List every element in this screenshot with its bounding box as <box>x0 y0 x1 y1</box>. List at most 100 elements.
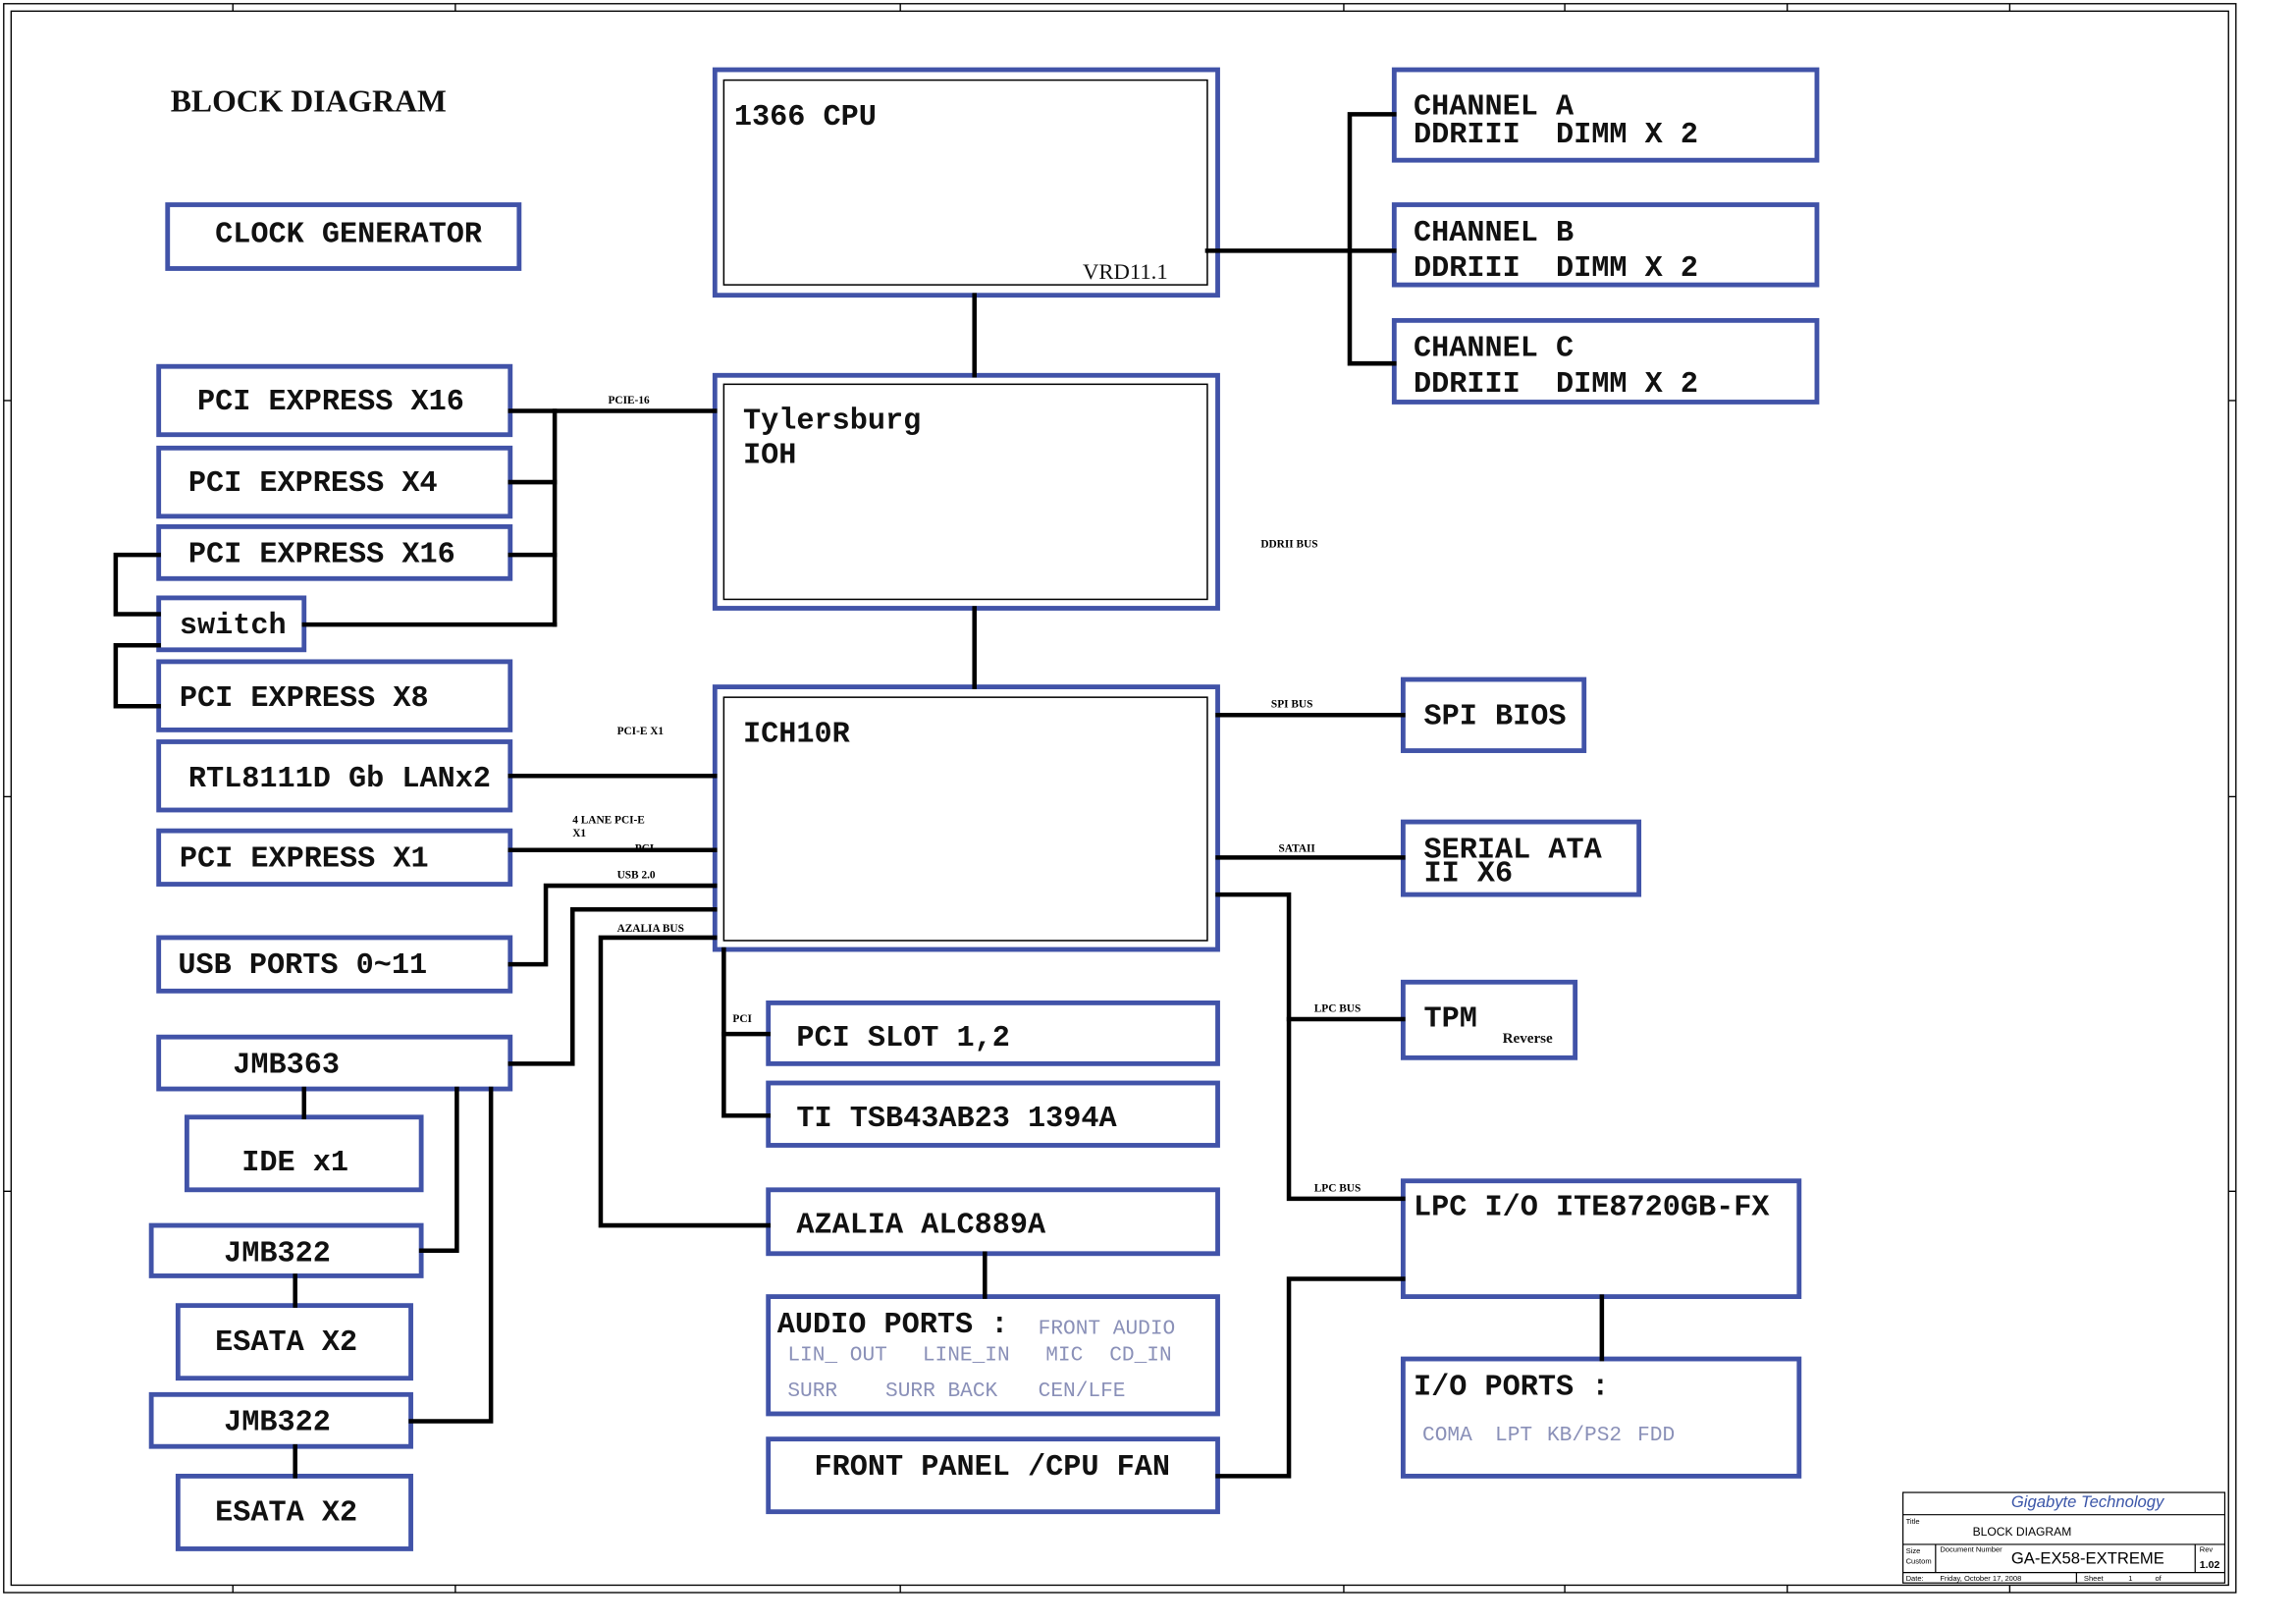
title-field-value: BLOCK DIAGRAM <box>1973 1525 2072 1539</box>
sata-block <box>1400 819 1642 897</box>
jmb363-label: JMB363 <box>233 1049 340 1082</box>
switch-bracket-lower <box>113 643 161 709</box>
azalia-label: AZALIA ALC889A <box>796 1210 1046 1243</box>
title-block-frame <box>1901 1491 2226 1584</box>
bus-label-sataii: SATAII <box>1278 842 1315 854</box>
pcie-x16-2-label: PCI EXPRESS X16 <box>188 539 455 572</box>
bus-labels: PCIE-16 DDRII BUS SPI BUS PCI-E X1 4 LAN… <box>572 395 1361 1194</box>
channel-c-dimm: DDRIII DIMM X 2 <box>1414 368 1698 402</box>
ide-block <box>184 1114 424 1193</box>
audio-port-line-out: LIN_ OUT <box>787 1344 887 1368</box>
bus-label-spi: SPI BUS <box>1271 699 1313 711</box>
spi-bios-label: SPI BIOS <box>1424 700 1567 733</box>
rev-field-label: Rev <box>2200 1544 2214 1553</box>
cpu-block <box>712 67 1220 298</box>
pci-slot-label: PCI SLOT 1,2 <box>796 1022 1010 1055</box>
pcie-x1-block <box>156 828 513 887</box>
channel-a-dimm: DDRIII DIMM X 2 <box>1414 119 1698 152</box>
ich-block-inner <box>722 696 1208 942</box>
frame-ticks <box>3 3 2236 1594</box>
esata-1-label: ESATA X2 <box>215 1326 357 1360</box>
lpc-io-label: LPC I/O ITE8720GB-FX <box>1414 1191 1770 1224</box>
bus-label-lpc-2: LPC BUS <box>1314 1182 1362 1194</box>
tpm-block <box>1400 979 1578 1060</box>
sheet-of-label: of <box>2155 1574 2162 1583</box>
block-labels: CLOCK GENERATOR 1366 CPU VRD11.1 Tylersb… <box>178 90 1770 1530</box>
jmb363-jmb322-1-link <box>418 1086 459 1254</box>
frame-inner <box>10 10 2229 1587</box>
audio-port-line-in: LINE_IN <box>923 1344 1010 1368</box>
rev-value: 1.02 <box>2200 1559 2220 1571</box>
jmb363-jmb322-2-link <box>408 1086 494 1424</box>
drawing-frame <box>3 3 2237 1594</box>
ti-1394-block <box>766 1080 1220 1148</box>
bus-label-pci-bottom: PCI <box>732 1013 752 1025</box>
diagram-title: BLOCK DIAGRAM <box>171 83 447 118</box>
audio-ports-block <box>766 1294 1220 1417</box>
channel-b-name: CHANNEL B <box>1414 217 1574 250</box>
pci-slot-block <box>766 1000 1220 1066</box>
io-port-fdd: FDD <box>1637 1424 1675 1447</box>
sata-label-line2: II X6 <box>1424 858 1514 892</box>
ioh-label-line1: Tylersburg <box>743 406 921 439</box>
ioh-block <box>712 372 1220 611</box>
jmb363-block <box>156 1034 513 1092</box>
io-port-lpt: LPT <box>1495 1424 1532 1447</box>
pci-bus-link <box>721 947 771 1118</box>
ioh-block-inner <box>722 383 1208 601</box>
channel-a-block <box>1391 67 1820 163</box>
channel-b-block <box>1391 202 1820 288</box>
azalia-bus-link <box>598 935 771 1228</box>
usb-link <box>507 883 718 967</box>
tpm-note: Reverse <box>1503 1031 1553 1047</box>
pcie-x1-label: PCI EXPRESS X1 <box>180 842 429 876</box>
size-field-value: Custom <box>1906 1557 1932 1566</box>
io-port-coma: COMA <box>1422 1424 1472 1447</box>
memory-channel-trunk <box>1347 112 1397 366</box>
channel-c-block <box>1391 317 1820 405</box>
azalia-block <box>766 1187 1220 1257</box>
switch-block <box>156 595 307 653</box>
io-port-kb-ps2: KB/PS2 <box>1547 1424 1622 1447</box>
ti-1394-label: TI TSB43AB23 1394A <box>796 1103 1117 1136</box>
bus-label-pci-left: PCI <box>635 842 655 854</box>
jmb322-2-label: JMB322 <box>224 1407 331 1440</box>
esata-2-label: ESATA X2 <box>215 1497 357 1531</box>
switch-bracket-upper <box>113 552 161 617</box>
title-field-label: Title <box>1906 1517 1920 1526</box>
channel-a-name: CHANNEL A <box>1414 90 1575 124</box>
date-value: Friday, October 17, 2008 <box>1940 1574 2021 1583</box>
size-field-label: Size <box>1906 1546 1921 1555</box>
sheet-value: 1 <box>2128 1574 2132 1583</box>
audio-port-cd-in: CD_IN <box>1109 1344 1171 1368</box>
document-number: GA-EX58-EXTREME <box>2011 1549 2164 1568</box>
company-name: Gigabyte Technology <box>2011 1492 2165 1511</box>
lan-block <box>156 739 513 813</box>
title-block: Gigabyte Technology Title BLOCK DIAGRAM … <box>1901 1491 2226 1584</box>
bus-label-pcie16: PCIE-16 <box>609 395 651 406</box>
io-ports-block <box>1400 1356 1802 1479</box>
tpm-label: TPM <box>1424 1003 1477 1037</box>
cpu-label: 1366 CPU <box>734 101 877 135</box>
jmb322-1-label: JMB322 <box>224 1237 331 1271</box>
bus-label-pcie-x1: PCI-E X1 <box>617 726 665 737</box>
ich-block <box>712 684 1220 952</box>
audio-port-surr: SURR <box>787 1380 837 1403</box>
pcie-x8-block <box>156 659 513 732</box>
sheet-field-label: Sheet <box>2084 1574 2105 1583</box>
bus-label-4-lane-2: X1 <box>572 828 586 839</box>
jmb322-1-block <box>148 1222 424 1278</box>
pcie-x8-label: PCI EXPRESS X8 <box>180 682 429 716</box>
document-field-label: Document Number <box>1940 1544 2002 1553</box>
frame-outer <box>3 3 2237 1594</box>
bus-label-ddrii: DDRII BUS <box>1260 539 1317 551</box>
ide-label: IDE x1 <box>241 1147 348 1180</box>
front-panel-label: FRONT PANEL /CPU FAN <box>815 1451 1171 1485</box>
ioh-label-line2: IOH <box>743 439 796 472</box>
channel-b-dimm: DDRIII DIMM X 2 <box>1414 252 1698 286</box>
connection-wires <box>113 112 1605 1479</box>
lpc-bus-link <box>1215 892 1406 1202</box>
pcie-x4-label: PCI EXPRESS X4 <box>188 467 438 501</box>
audio-port-cen-lfe: CEN/LFE <box>1039 1380 1126 1403</box>
